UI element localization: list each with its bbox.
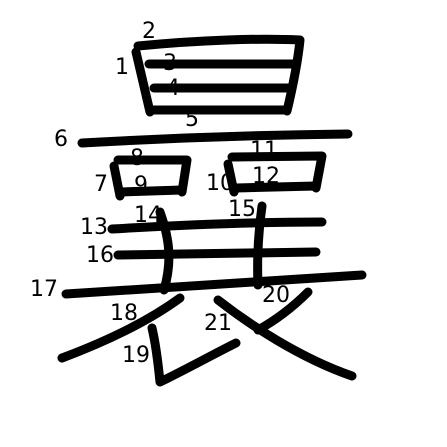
stroke-number-2: 2	[142, 19, 156, 44]
stroke-number-1: 1	[115, 55, 129, 80]
stroke-number-12: 12	[252, 164, 280, 189]
stroke-number-4: 4	[166, 76, 180, 101]
stroke-11	[227, 151, 327, 193]
stroke-number-5: 5	[185, 107, 199, 132]
stroke-number-17: 17	[30, 277, 58, 302]
stroke-8	[113, 155, 192, 197]
stroke-number-8: 8	[130, 146, 144, 171]
stroke-6	[77, 129, 353, 148]
stroke-number-18: 18	[110, 301, 138, 326]
stroke-number-15: 15	[228, 197, 256, 222]
stroke-number-9: 9	[134, 173, 148, 198]
stroke-21	[213, 295, 357, 381]
stroke-number-16: 16	[86, 243, 114, 268]
stroke-number-14: 14	[134, 203, 162, 228]
stroke-number-21: 21	[204, 311, 232, 336]
stroke-number-11: 11	[250, 138, 278, 163]
stroke-2	[133, 34, 305, 116]
stroke-number-19: 19	[122, 343, 150, 368]
stroke-9	[116, 185, 187, 197]
stroke-18	[57, 293, 185, 363]
stroke-number-6: 6	[54, 127, 68, 152]
stroke-16	[113, 247, 321, 260]
stroke-13	[107, 217, 327, 234]
stroke-19	[147, 323, 241, 387]
stroke-17	[61, 270, 367, 299]
stroke-number-3: 3	[163, 51, 177, 76]
stroke-1	[131, 47, 155, 117]
stroke-12	[231, 181, 321, 193]
stroke-number-10: 10	[206, 171, 234, 196]
stroke-number-13: 13	[80, 215, 108, 240]
stroke-15	[253, 201, 267, 290]
stroke-number-20: 20	[262, 283, 290, 308]
stroke-number-7: 7	[94, 172, 108, 197]
